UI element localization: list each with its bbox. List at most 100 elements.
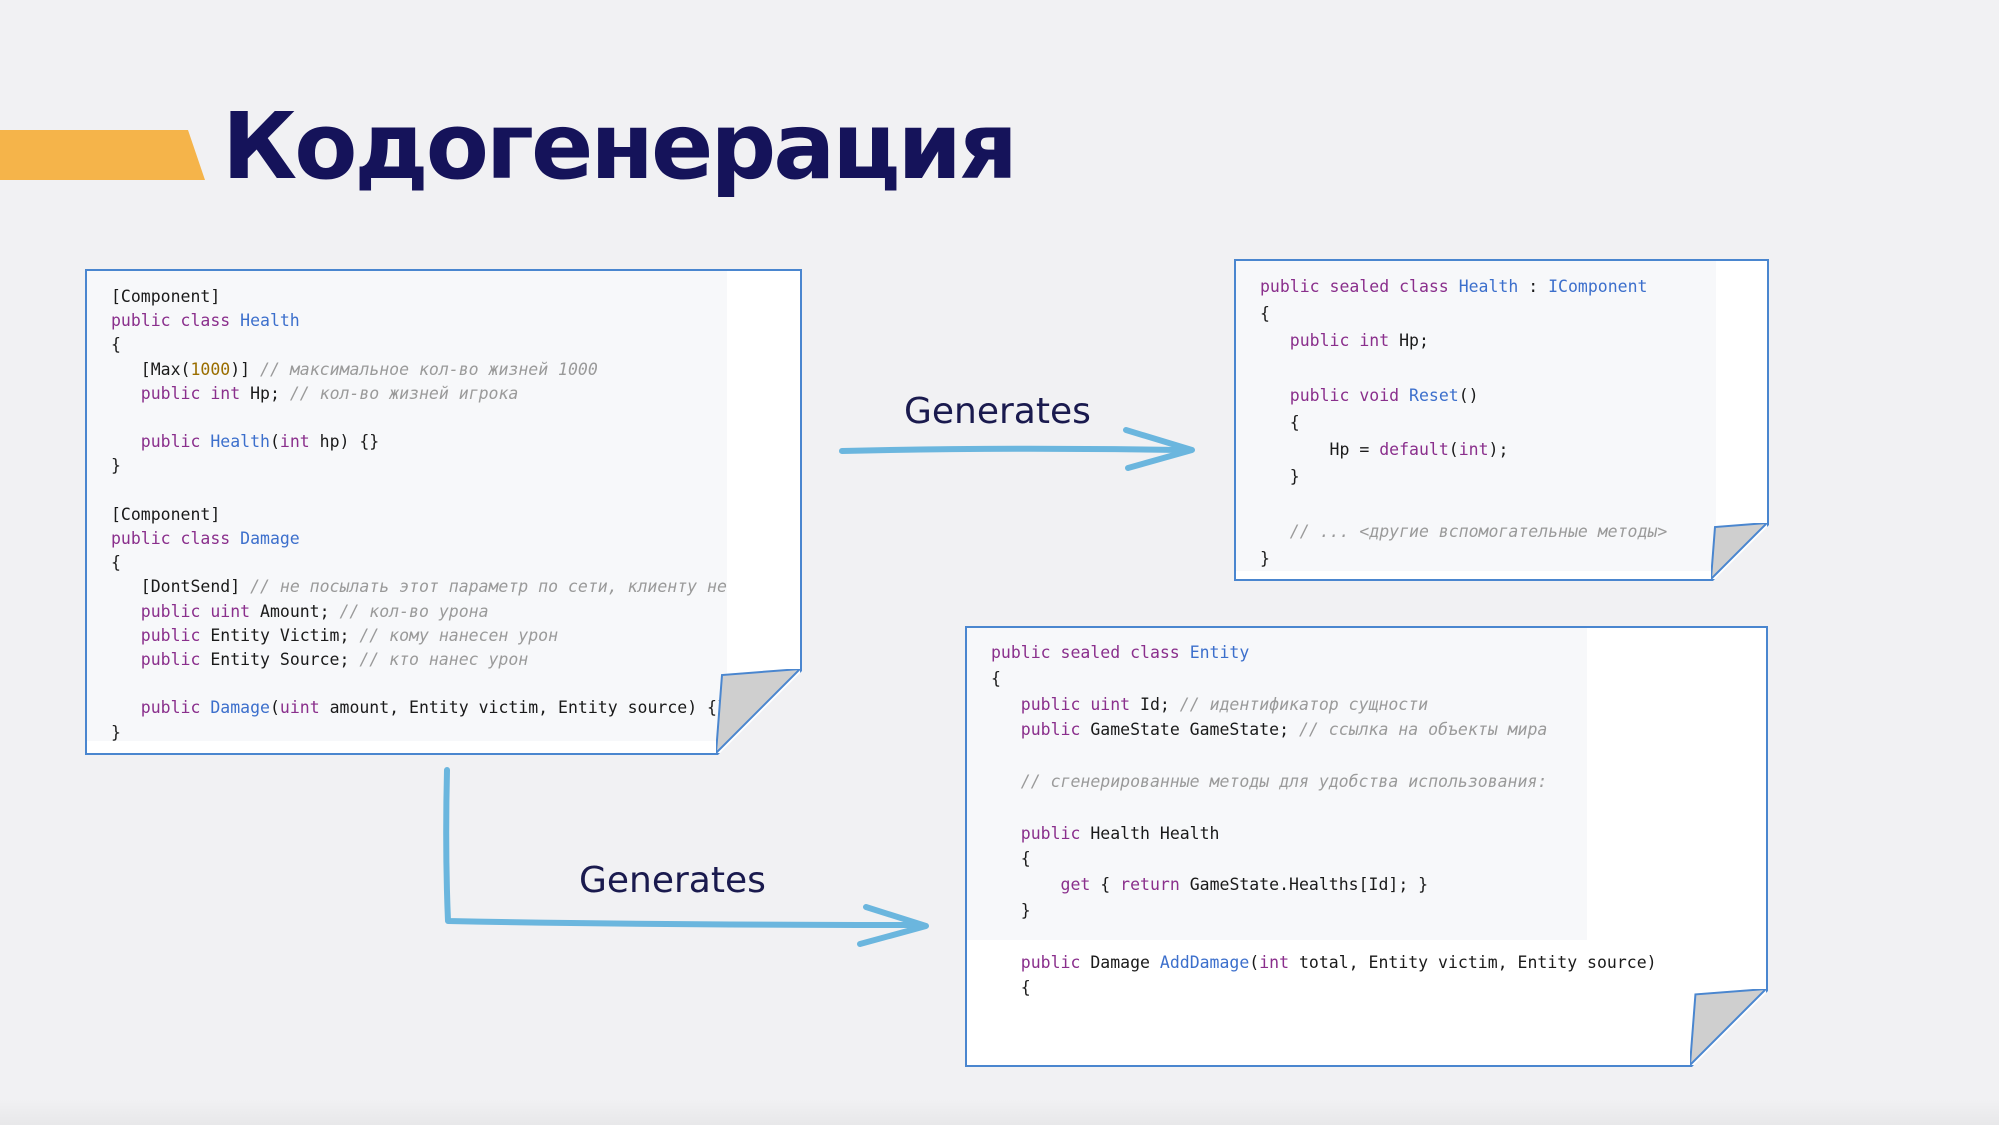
code-token: { xyxy=(991,668,1001,688)
code-token: // кол-во жизней игрока xyxy=(289,383,519,403)
code-token: Damage xyxy=(210,698,270,718)
code-line: public void Reset() xyxy=(1260,382,1667,409)
code-token: [Max( xyxy=(111,359,191,379)
code-token: public xyxy=(991,720,1091,740)
code-token: int xyxy=(1259,952,1290,972)
entity-generated-code-block: public sealed class Entity{ public uint … xyxy=(991,640,1657,1001)
code-token: Entity Source; xyxy=(210,650,360,670)
code-line: { xyxy=(111,551,727,575)
code-token: amount, Entity victim, Entity source) {} xyxy=(319,698,727,718)
code-token: public xyxy=(111,650,211,670)
generates-arrow-right xyxy=(839,445,1183,454)
code-line: { xyxy=(1260,300,1667,327)
code-token: Hp = xyxy=(1260,440,1380,460)
code-line: public sealed class Health : IComponent xyxy=(1260,273,1667,300)
code-line: [Max(1000)] // максимальное кол-во жизне… xyxy=(111,358,727,382)
code-token: : xyxy=(1518,277,1549,296)
page-fold-icon xyxy=(1690,989,1766,1065)
code-token: // ... <другие вспомогательные методы> xyxy=(1260,521,1668,541)
code-line: public class Damage xyxy=(111,527,727,551)
code-line: } xyxy=(111,721,727,745)
source-code-card: [Component] public class Health { [Max(100… xyxy=(85,269,802,755)
code-token: { xyxy=(111,335,121,355)
slide-bottom-shadow xyxy=(0,1099,1999,1125)
code-line: // ... <другие вспомогательные методы> xyxy=(1260,518,1667,545)
code-token: public xyxy=(991,823,1091,843)
accent-bar xyxy=(0,130,205,180)
code-token: // идентификатор сущности xyxy=(1179,694,1429,714)
page-fold-icon xyxy=(716,669,800,753)
generates-label-top: Generates xyxy=(904,391,1091,432)
code-token: } xyxy=(1260,467,1300,487)
code-token: ( xyxy=(269,698,280,718)
code-token: 1000 xyxy=(190,359,231,379)
code-token: // кол-во урона xyxy=(339,601,489,621)
source-code-block: [Component] public class Health { [Max(100… xyxy=(111,285,727,745)
code-token: public xyxy=(111,625,211,645)
code-line: public Entity Victim; // кому нанесен ур… xyxy=(111,624,727,648)
code-token: ); xyxy=(1488,440,1509,460)
code-line: public int Hp; xyxy=(1260,327,1667,354)
code-token: { xyxy=(991,849,1031,869)
code-line: public GameState GameState; // ссылка на… xyxy=(991,717,1657,743)
code-token: { xyxy=(991,978,1031,998)
code-line: public Damage AddDamage(int total, Entit… xyxy=(991,950,1657,976)
code-token: Amount; xyxy=(260,601,340,621)
generated-health-card: public sealed class Health : IComponent{… xyxy=(1234,259,1769,581)
code-highlight-area xyxy=(967,628,1587,940)
generated-entity-card: public sealed class Entity{ public uint … xyxy=(965,626,1768,1067)
code-token: // ссылка на объекты мира xyxy=(1298,720,1548,740)
code-token: } xyxy=(991,900,1031,920)
code-token: int xyxy=(279,432,310,452)
arrowhead-icon xyxy=(857,904,929,947)
code-token: Damage xyxy=(240,529,300,549)
code-token: GameState.Healths[Id]; } xyxy=(1189,875,1429,895)
code-token: GameState GameState; xyxy=(1090,720,1299,740)
code-line: { xyxy=(991,975,1657,1001)
code-token: [Component] xyxy=(111,287,221,306)
code-token: Health xyxy=(1458,277,1519,296)
code-token: { xyxy=(1100,875,1121,895)
code-token: public void xyxy=(1260,385,1410,405)
code-token: // максимальное кол-во жизней 1000 xyxy=(260,359,598,379)
code-token: ( xyxy=(269,432,280,452)
code-token: AddDamage xyxy=(1159,952,1250,972)
code-line: public Health Health xyxy=(991,821,1657,847)
code-token: ( xyxy=(1448,440,1459,460)
code-line: public sealed class Entity xyxy=(991,640,1657,666)
code-token: Health Health xyxy=(1090,823,1220,843)
code-line: public Health(int hp) {} xyxy=(111,430,727,454)
page-fold-icon xyxy=(1711,523,1767,579)
code-token: { xyxy=(111,553,121,573)
code-token: Hp; xyxy=(1399,331,1429,351)
code-token: Hp; xyxy=(250,383,290,403)
page-title: Кодогенерация xyxy=(222,93,1018,200)
code-token: public xyxy=(991,952,1091,972)
code-line: public uint Amount; // кол-во урона xyxy=(111,600,727,624)
code-token: // не посылать этот параметр по сети, кл… xyxy=(250,577,727,597)
code-token: Entity xyxy=(1189,643,1250,662)
code-line: } xyxy=(111,454,727,478)
code-line: Hp = default(int); xyxy=(1260,436,1667,463)
code-token: default xyxy=(1379,440,1449,460)
code-token: // сгенерированные методы для удобства и… xyxy=(991,771,1548,791)
code-token: [DontSend] xyxy=(111,577,251,597)
code-line: { xyxy=(991,666,1657,692)
code-token: public xyxy=(111,432,211,452)
code-line: public Entity Source; // кто нанес урон xyxy=(111,648,727,672)
code-token: () xyxy=(1458,385,1479,405)
code-token: public class xyxy=(111,311,241,331)
health-generated-code-block: public sealed class Health : IComponent{… xyxy=(1260,273,1667,572)
code-token: total, Entity victim, Entity source) xyxy=(1289,952,1657,972)
code-line: // сгенерированные методы для удобства и… xyxy=(991,769,1657,795)
code-token: Health xyxy=(240,311,300,331)
code-token: // кому нанесен урон xyxy=(359,625,559,645)
code-token: get xyxy=(991,875,1101,895)
code-line: } xyxy=(1260,545,1667,572)
code-token: // кто нанес урон xyxy=(359,650,529,670)
code-line: public Damage(uint amount, Entity victim… xyxy=(111,696,727,720)
code-token: public sealed class xyxy=(991,643,1190,662)
code-token: public xyxy=(111,698,211,718)
code-line: public uint Id; // идентификатор сущност… xyxy=(991,692,1657,718)
code-line: [Component] xyxy=(111,503,727,527)
